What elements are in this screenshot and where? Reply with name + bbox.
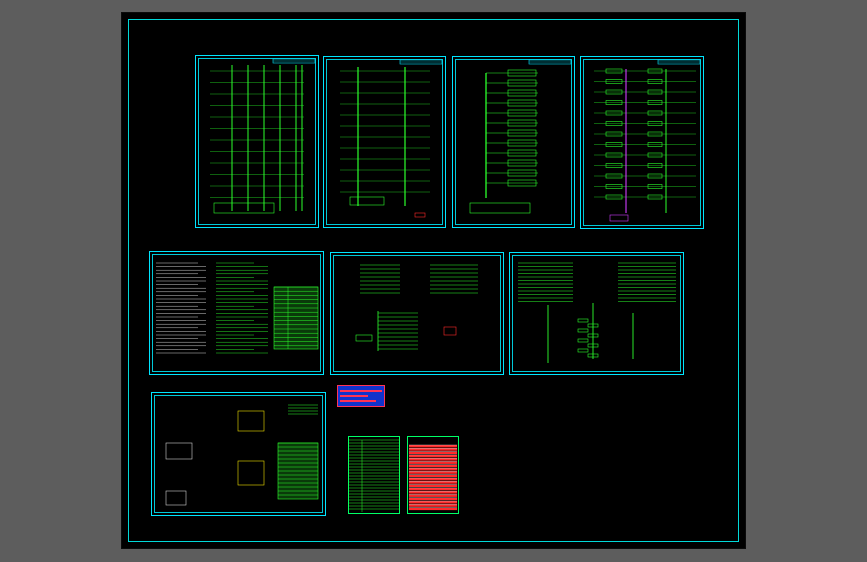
cad-block	[605, 163, 623, 168]
cad-block	[507, 129, 537, 137]
cad-block	[605, 184, 623, 189]
drawing-linework	[156, 58, 701, 512]
cad-block	[507, 139, 537, 147]
cad-block	[605, 142, 623, 147]
cad-block	[237, 410, 265, 432]
cad-block	[587, 333, 599, 338]
cad-block	[587, 343, 599, 348]
cad-block	[443, 326, 457, 336]
cad-block	[469, 202, 531, 214]
cad-block	[507, 89, 537, 97]
cad-block	[213, 202, 275, 214]
cad-block	[577, 318, 589, 323]
cad-block	[507, 99, 537, 107]
cad-block	[349, 196, 385, 206]
cad-block	[165, 490, 187, 506]
cad-block	[507, 169, 537, 177]
cad-block	[605, 152, 623, 158]
sheet-riser-4[interactable]	[580, 56, 704, 229]
cad-block	[605, 131, 623, 137]
cad-block	[409, 504, 457, 507]
cad-block	[409, 471, 457, 474]
cad-block	[409, 474, 457, 478]
cad-block	[409, 478, 457, 481]
cad-block	[647, 68, 663, 74]
cad-block	[605, 68, 623, 74]
cad-block	[587, 323, 599, 328]
cad-block	[577, 328, 589, 333]
cad-block	[409, 464, 457, 468]
cad-block	[409, 461, 457, 464]
cad-block	[647, 89, 663, 95]
cad-block	[605, 89, 623, 95]
cad-block	[577, 348, 589, 353]
cad-block	[609, 214, 629, 222]
legend-line	[340, 390, 382, 392]
sheet-system-2[interactable]	[509, 252, 684, 375]
cad-block	[409, 507, 457, 511]
legend-line	[340, 400, 376, 402]
cad-block	[409, 487, 457, 491]
cad-block	[409, 454, 457, 458]
cad-block	[605, 110, 623, 116]
cad-block	[647, 100, 663, 105]
cad-block	[605, 194, 623, 200]
cad-block	[647, 121, 663, 126]
sheet-riser-3[interactable]	[452, 56, 575, 228]
cad-block	[605, 173, 623, 179]
cad-block	[409, 501, 457, 504]
cad-block	[409, 451, 457, 454]
cad-block	[647, 173, 663, 179]
cad-block	[507, 149, 537, 157]
cad-block	[409, 448, 457, 451]
cad-block	[647, 194, 663, 200]
cad-block	[409, 468, 457, 471]
cad-block	[237, 460, 265, 486]
cad-block	[409, 494, 457, 497]
cad-block	[273, 286, 319, 350]
cad-block	[409, 481, 457, 484]
cad-block	[409, 458, 457, 461]
cad-block	[507, 119, 537, 127]
cad-block	[409, 445, 457, 448]
sheet-system-1[interactable]	[330, 252, 504, 375]
cad-block	[605, 100, 623, 105]
cad-model-viewport[interactable]	[121, 12, 746, 549]
cad-block	[577, 338, 589, 343]
cad-block	[409, 491, 457, 494]
cad-block	[605, 121, 623, 126]
cad-block	[647, 184, 663, 189]
cad-block	[587, 353, 599, 358]
cad-block	[647, 142, 663, 147]
cad-block	[605, 79, 623, 84]
sheet-riser-1[interactable]	[195, 55, 319, 228]
cad-block	[355, 334, 373, 342]
cad-block	[647, 110, 663, 116]
cad-block	[647, 131, 663, 137]
cad-block	[647, 79, 663, 84]
drawing-frame-border	[128, 19, 739, 542]
legend-line	[340, 395, 368, 397]
cad-block	[507, 109, 537, 117]
cad-block	[409, 497, 457, 501]
cad-block	[165, 442, 193, 460]
cad-block	[507, 79, 537, 87]
cad-block	[507, 159, 537, 167]
cad-block	[507, 69, 537, 77]
cad-block	[409, 484, 457, 487]
cad-block	[414, 212, 426, 218]
sheet-riser-2[interactable]	[323, 56, 446, 228]
cad-block	[647, 152, 663, 158]
cad-block	[507, 179, 537, 187]
cad-block	[647, 163, 663, 168]
